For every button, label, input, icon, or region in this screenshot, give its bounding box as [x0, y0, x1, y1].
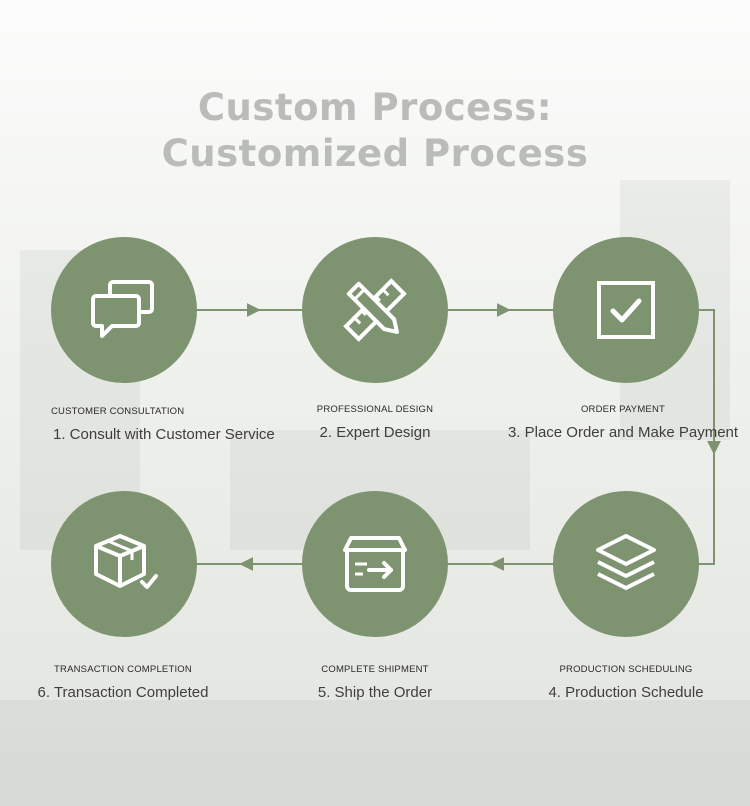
step-6-title: 6. Transaction Completed — [37, 684, 209, 701]
step-4-label: PRODUCTION SCHEDULING 4. Production Sche… — [526, 664, 726, 701]
step-5-label: COMPLETE SHIPMENT 5. Ship the Order — [284, 664, 466, 701]
step-6-subtitle: TRANSACTION COMPLETION — [54, 664, 192, 675]
step-1-label: CUSTOMER CONSULTATION 1. Consult with Cu… — [51, 406, 275, 443]
step-4-circle — [553, 491, 699, 637]
step-2-title: 2. Expert Design — [319, 424, 431, 441]
step-2-circle — [302, 237, 448, 383]
checkbox-icon — [597, 281, 655, 339]
shipping-box-icon — [343, 536, 407, 592]
ruler-pencil-icon — [343, 278, 407, 342]
step-1-title: 1. Consult with Customer Service — [53, 426, 275, 443]
step-3-label: ORDER PAYMENT 3. Place Order and Make Pa… — [500, 404, 746, 441]
step-5-title: 5. Ship the Order — [317, 684, 433, 701]
chat-bubbles-icon — [91, 280, 154, 338]
diagram-title-line2: Customized Process — [161, 132, 589, 175]
step-6-label: TRANSACTION COMPLETION 6. Transaction Co… — [20, 664, 226, 701]
step-3-circle — [553, 237, 699, 383]
step-1-circle — [51, 237, 197, 383]
step-4-subtitle: PRODUCTION SCHEDULING — [559, 664, 693, 675]
step-1-subtitle: CUSTOMER CONSULTATION — [51, 406, 185, 417]
step-4-title: 4. Production Schedule — [548, 684, 704, 701]
step-5-circle — [302, 491, 448, 637]
step-2-subtitle: PROFESSIONAL DESIGN — [316, 404, 434, 415]
step-3-title: 3. Place Order and Make Payment — [507, 424, 739, 441]
step-6-circle — [51, 491, 197, 637]
package-check-icon — [94, 534, 158, 589]
step-2-label: PROFESSIONAL DESIGN 2. Expert Design — [302, 404, 448, 441]
diagram-title-line1: Custom Process: — [197, 86, 553, 129]
layers-icon — [596, 534, 656, 590]
step-3-subtitle: ORDER PAYMENT — [580, 404, 666, 415]
step-5-subtitle: COMPLETE SHIPMENT — [321, 664, 429, 675]
